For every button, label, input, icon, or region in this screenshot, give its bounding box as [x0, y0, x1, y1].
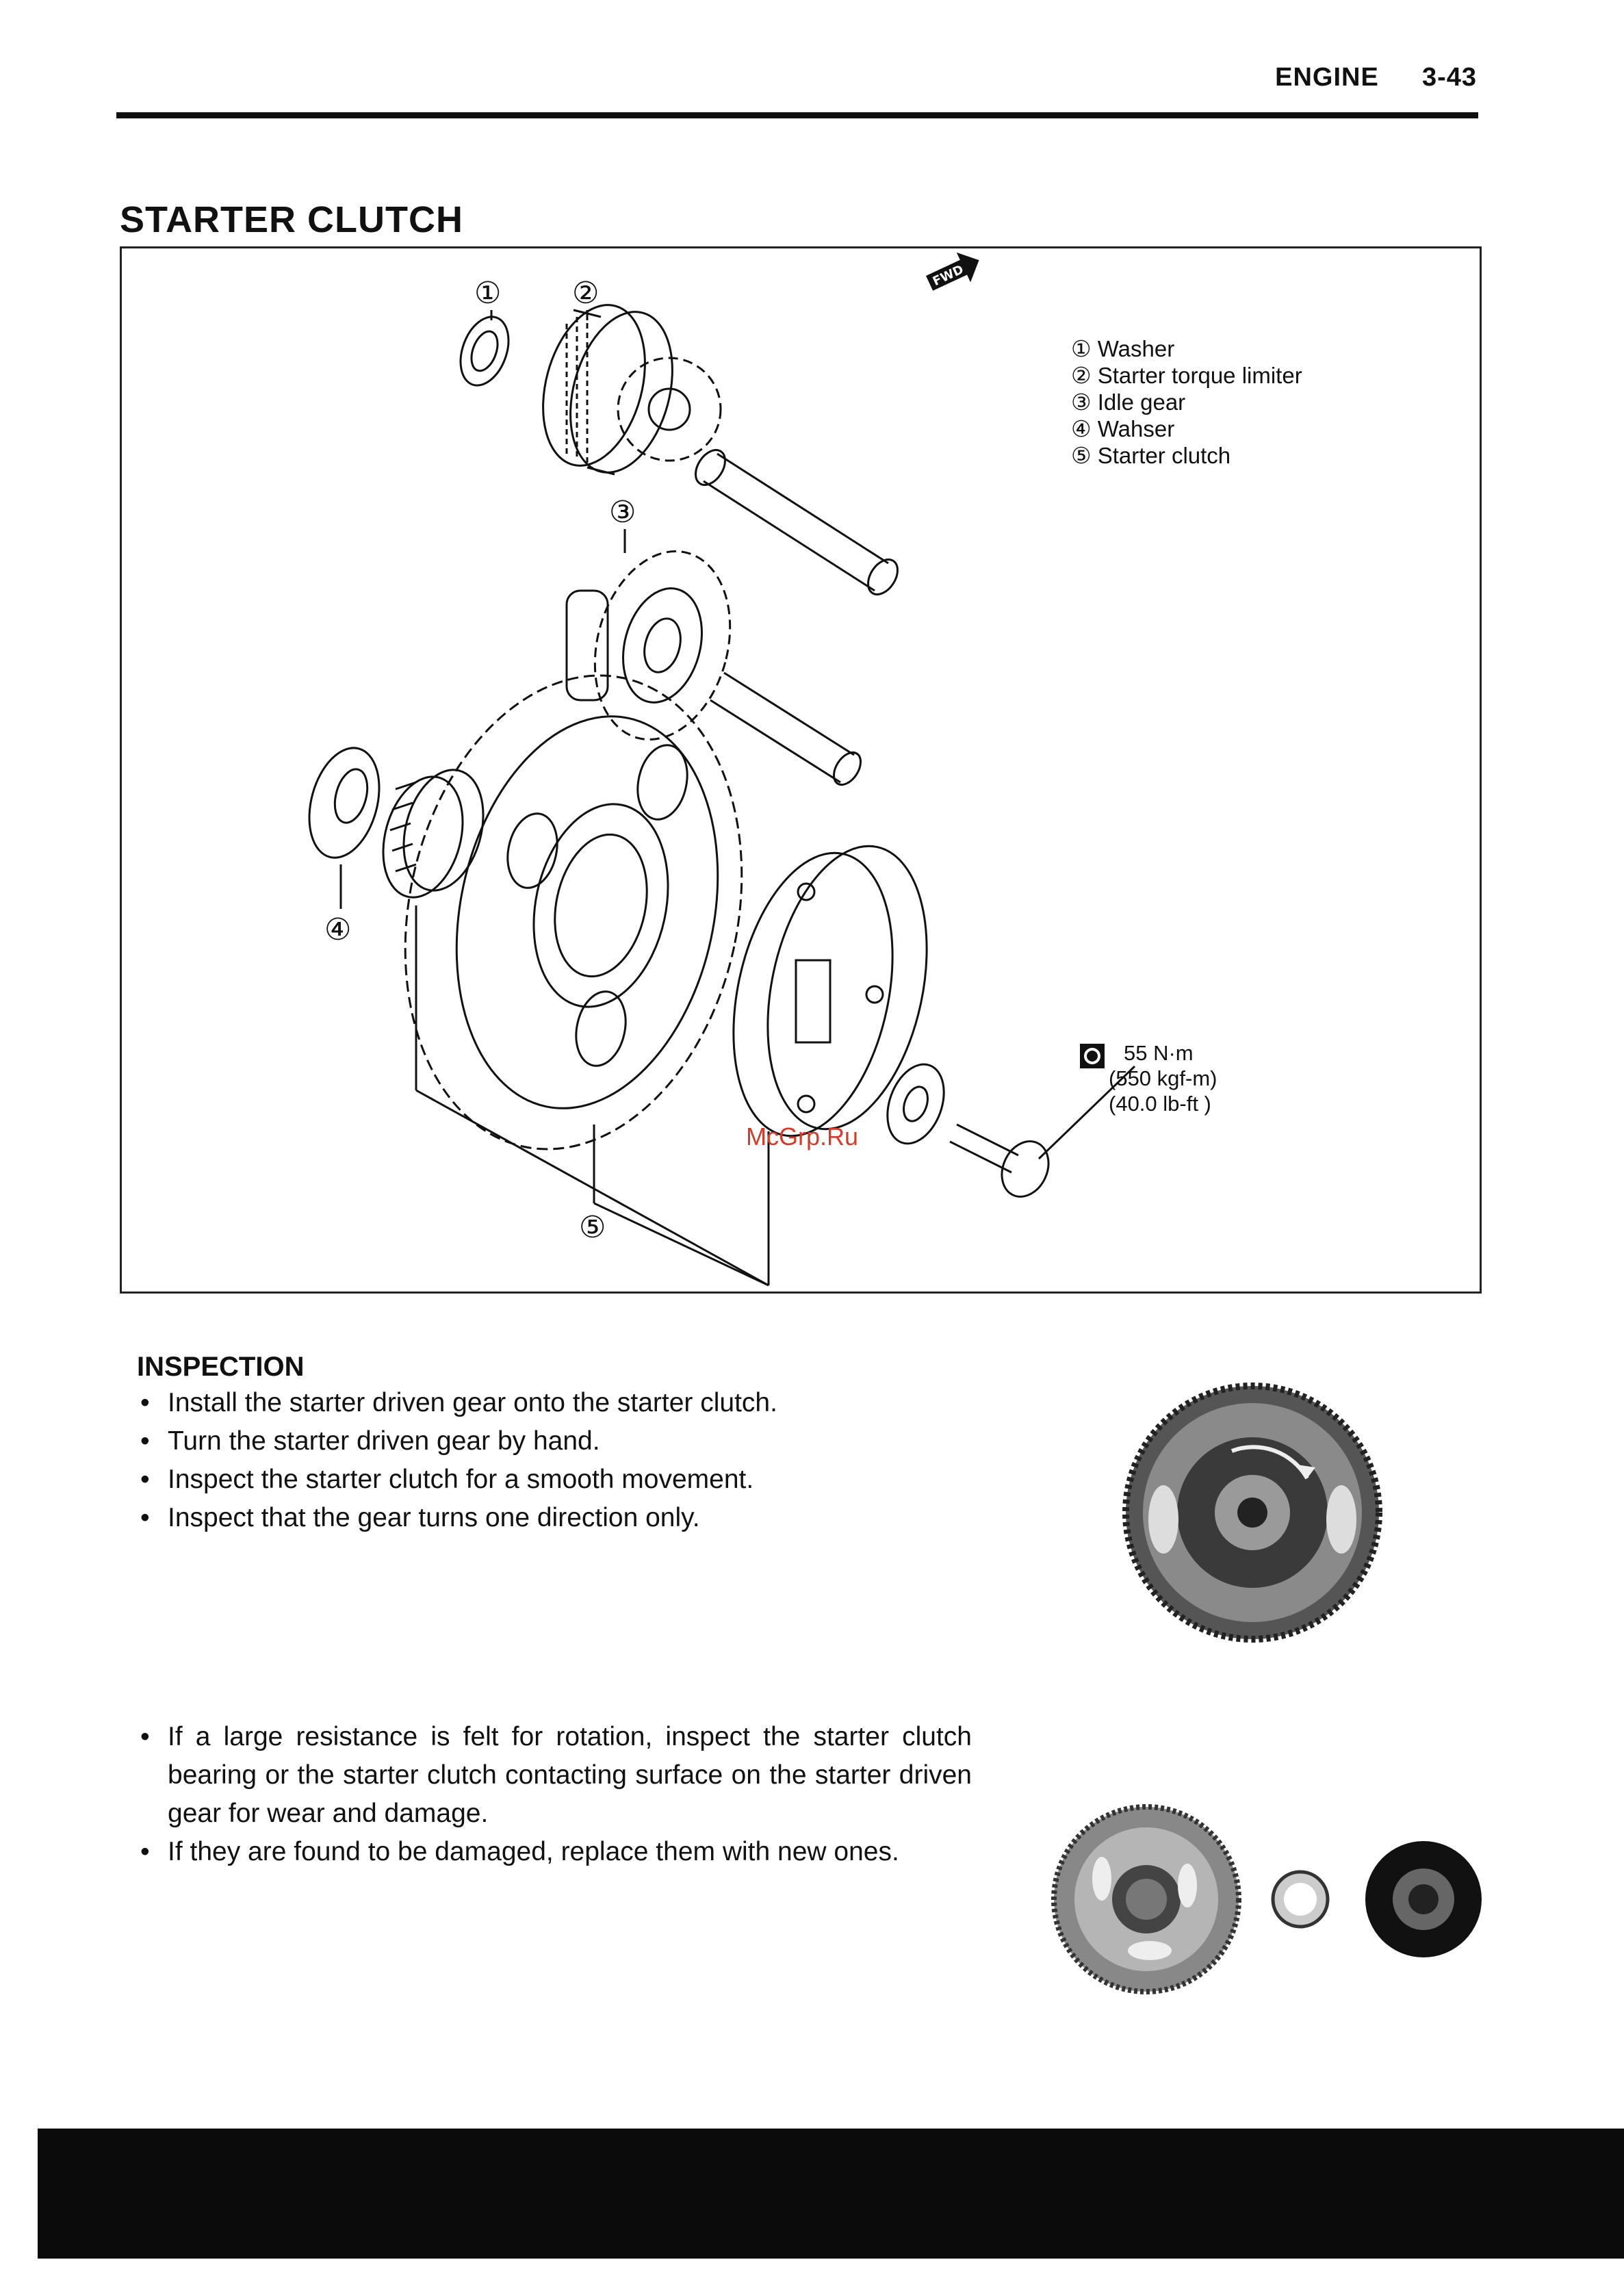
inspection-steps-a: •Install the starter driven gear onto th…	[140, 1384, 972, 1537]
header-rule	[116, 112, 1478, 118]
legend-item: ③ Idle gear	[1071, 389, 1186, 415]
starter-clutch-body	[732, 845, 928, 1138]
section-title: STARTER CLUTCH	[120, 199, 463, 240]
bolt-washer	[886, 1063, 945, 1145]
small-gear	[617, 357, 722, 462]
torque-kgf: (550 kgf-m)	[1109, 1066, 1217, 1090]
list-item: •If they are found to be damaged, replac…	[140, 1837, 899, 1866]
legend-item: ① Washer	[1071, 336, 1175, 361]
callout-2: ②	[572, 276, 599, 311]
callout-4: ④	[324, 912, 351, 947]
needle-bearing	[382, 769, 485, 899]
diagram-drawing: ① ② ③ ④ ⑤ FWD	[308, 252, 1136, 1287]
torque-spec: 55 N·m (550 kgf-m) (40.0 lb-ft )	[1080, 1040, 1217, 1116]
header-page-number: 3-43	[1421, 63, 1477, 92]
legend-item: ④ Wahser	[1071, 416, 1175, 441]
running-header: ENGINE 3-43	[1275, 63, 1477, 92]
torque-nm: 55 N·m	[1124, 1041, 1194, 1065]
watermark: McGrp.Ru	[746, 1122, 859, 1151]
starter-driven-gear	[404, 674, 743, 1151]
shaft-lower	[710, 671, 862, 786]
inspection-steps-b: •If a large resistance is felt for rotat…	[140, 1718, 972, 1871]
legend-item: ⑤ Starter clutch	[1071, 443, 1231, 468]
fwd-arrow-icon: FWD	[926, 252, 979, 291]
callout-5: ⑤	[579, 1210, 606, 1245]
parts-legend: ① Washer ② Starter torque limiter ③ Idle…	[1071, 335, 1302, 469]
header-section: ENGINE	[1275, 63, 1379, 92]
bolt	[949, 1123, 1050, 1198]
torque-limiter	[542, 304, 673, 476]
exploded-diagram: ① ② ③ ④ ⑤ FWD	[120, 246, 1482, 1294]
photo-clutch-parts	[1051, 1804, 1482, 1994]
legend-item: ② Starter torque limiter	[1071, 363, 1302, 388]
list-item: •Install the starter driven gear onto th…	[140, 1388, 777, 1417]
list-item: •Inspect that the gear turns one directi…	[140, 1503, 700, 1532]
inspection-heading: INSPECTION	[137, 1352, 305, 1382]
list-item: •If a large resistance is felt for rotat…	[140, 1722, 972, 1828]
shaft-upper	[695, 449, 899, 595]
list-item: •Inspect the starter clutch for a smooth…	[140, 1465, 754, 1494]
callout-3: ③	[609, 495, 636, 530]
idle-gear	[565, 550, 732, 741]
torque-wrench-icon	[1080, 1044, 1105, 1068]
photo-gear-on-clutch	[1122, 1383, 1382, 1643]
callout-1: ①	[474, 276, 501, 311]
list-item: •Turn the starter driven gear by hand.	[140, 1426, 600, 1456]
washer-4	[308, 747, 381, 859]
torque-lbft: (40.0 lb-ft )	[1109, 1092, 1211, 1116]
washer-1	[459, 316, 510, 387]
footer-band	[38, 2129, 1624, 2259]
